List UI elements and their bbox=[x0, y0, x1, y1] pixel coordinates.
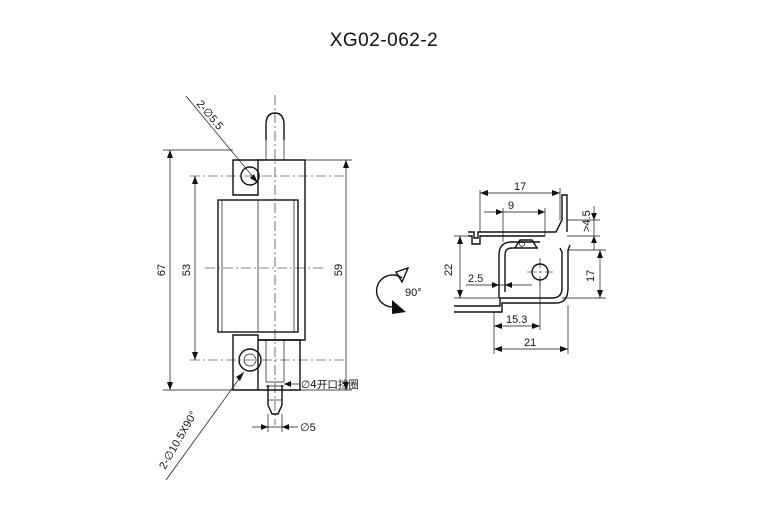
dim-top-width: 17 bbox=[514, 181, 526, 193]
dim-mid-width: 15.3 bbox=[506, 314, 527, 326]
dim-small: 2.5 bbox=[468, 273, 483, 285]
drawing-title: XG02-062-2 bbox=[329, 30, 439, 51]
dim-right-height: 17 bbox=[585, 270, 597, 282]
leaf-profile bbox=[454, 247, 563, 307]
rotation-angle: 90° bbox=[405, 287, 422, 299]
hole-callout-top: 2-∅5.5 bbox=[194, 98, 225, 132]
dim-inner-width: 9 bbox=[508, 200, 514, 212]
dim-67: 67 bbox=[156, 264, 168, 276]
dim-53: 53 bbox=[181, 264, 193, 276]
rotation-arc bbox=[375, 274, 403, 308]
side-view: 17 9 >4.5 17 22 2.5 bbox=[443, 181, 606, 354]
dim-left-height: 22 bbox=[443, 264, 455, 276]
dim-pin-diameter: ∅5 bbox=[300, 422, 316, 434]
rotation-symbol: 90° bbox=[375, 266, 422, 314]
knuckle-curl bbox=[504, 247, 538, 292]
upper-bracket bbox=[468, 194, 568, 239]
dim-bottom-width: 21 bbox=[524, 337, 536, 349]
left-leaf-top bbox=[232, 159, 259, 196]
front-view: 67 53 59 2-∅5.5 2-∅10.5X90° ∅4开口挡圈 ∅5 bbox=[156, 95, 359, 481]
circlip-note: ∅4开口挡圈 bbox=[301, 378, 359, 391]
dim-offset: >4.5 bbox=[581, 210, 593, 232]
dim-59: 59 bbox=[333, 264, 345, 276]
